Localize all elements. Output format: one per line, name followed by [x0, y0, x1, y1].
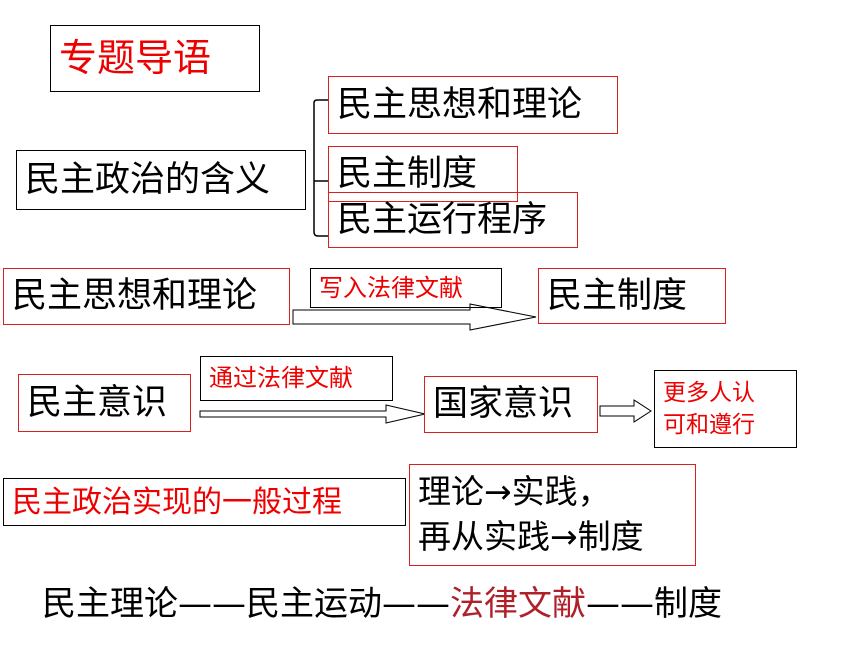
page-title: 专题导语	[50, 25, 260, 92]
definition-item-thought: 民主思想和理论	[328, 76, 618, 134]
bottom-dash-2: ——	[382, 584, 450, 624]
flow2-from-text: 民主意识	[27, 382, 168, 423]
definition-root-text: 民主政治的含义	[25, 159, 271, 200]
flow2-result: 更多人认 可和遵行	[654, 370, 797, 448]
flow2-small-arrow	[599, 399, 652, 423]
flow2-to-text: 国家意识	[433, 384, 574, 425]
flow1-to-text: 民主制度	[547, 275, 688, 316]
flow1-via-label: 写入法律文献	[310, 268, 502, 308]
flow2-arrow	[199, 404, 426, 424]
flow2-result-line1: 更多人认	[663, 379, 755, 406]
flow2-via-label: 通过法律文献	[200, 356, 393, 401]
page-title-text: 专题导语	[59, 35, 212, 80]
definition-brace	[313, 99, 328, 237]
process-steps-line1: 理论→实践，	[418, 472, 611, 512]
process-steps: 理论→实践， 再从实践→制度	[409, 464, 696, 566]
definition-item-procedure-text: 民主运行程序	[337, 199, 548, 240]
flow1-arrow	[292, 303, 537, 331]
bottom-part-system: 制度	[654, 584, 722, 624]
bottom-dash-3: ——	[586, 584, 654, 624]
definition-item-thought-text: 民主思想和理论	[337, 84, 583, 125]
bottom-summary: 民主理论——民主运动——法律文献——制度	[42, 576, 722, 625]
bottom-part-theory: 民主理论	[42, 584, 178, 624]
process-label: 民主政治实现的一般过程	[3, 478, 406, 526]
flow2-to: 国家意识	[424, 376, 598, 433]
definition-root: 民主政治的含义	[16, 150, 306, 210]
flow2-via-text: 通过法律文献	[209, 364, 353, 393]
flow2-result-line2: 可和遵行	[663, 412, 755, 438]
flow1-from: 民主思想和理论	[3, 268, 290, 325]
definition-item-procedure: 民主运行程序	[328, 192, 578, 248]
bottom-part-movement: 民主运动	[246, 584, 382, 624]
process-label-text: 民主政治实现的一般过程	[12, 484, 342, 520]
bottom-part-law: 法律文献	[450, 584, 586, 624]
definition-item-system: 民主制度	[328, 146, 518, 202]
flow1-to: 民主制度	[538, 268, 726, 324]
process-steps-line2: 再从实践→制度	[418, 517, 644, 556]
bottom-dash-1: ——	[178, 584, 246, 624]
definition-item-system-text: 民主制度	[337, 153, 478, 194]
flow1-from-text: 民主思想和理论	[12, 276, 258, 317]
flow1-via-text: 写入法律文献	[319, 273, 463, 302]
flow2-from: 民主意识	[18, 374, 191, 432]
